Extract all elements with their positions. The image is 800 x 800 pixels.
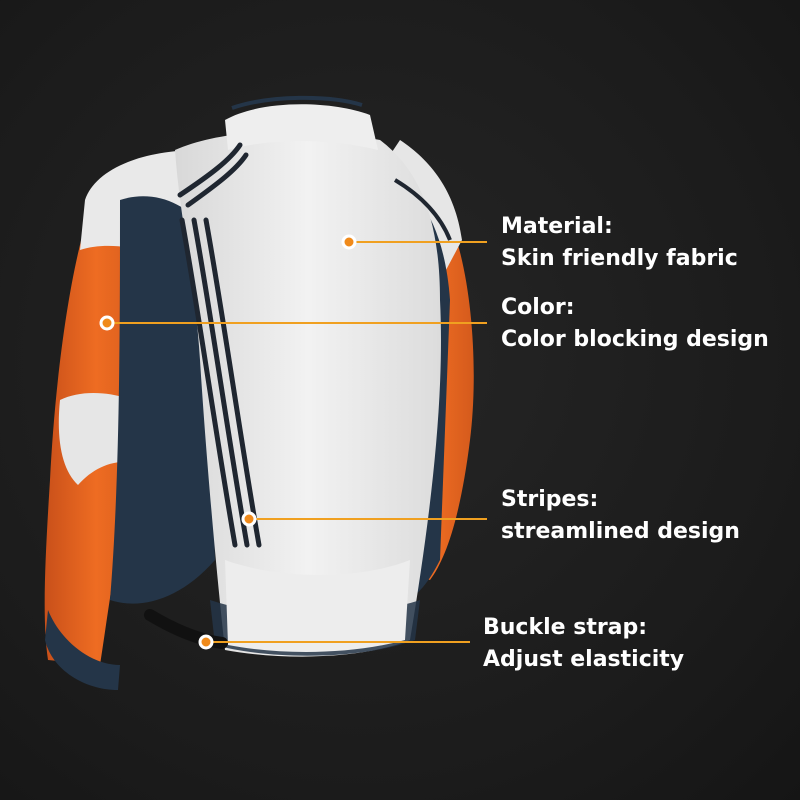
callout-material: Material: Skin friendly fabric (501, 211, 738, 275)
callout-material-detail: Skin friendly fabric (501, 246, 738, 271)
marker-color (99, 315, 115, 331)
marker-material (341, 234, 357, 250)
collar-trim (231, 95, 363, 110)
callout-stripes-detail: streamlined design (501, 519, 740, 544)
left-cuff-navy (45, 610, 120, 690)
callout-markers (99, 234, 357, 650)
leader-lines (107, 241, 487, 643)
callout-buckle-strap-detail: Adjust elasticity (483, 647, 685, 672)
callout-buckle-strap: Buckle strap: Adjust elasticity (483, 612, 684, 676)
marker-stripes (241, 511, 257, 527)
callout-material-heading: Material: (501, 214, 613, 239)
back-stripes (177, 142, 262, 548)
callout-color: Color: Color blocking design (501, 292, 769, 356)
left-side-panel (110, 196, 215, 604)
collar (225, 104, 378, 150)
callout-buckle-strap-heading: Buckle strap: (483, 615, 648, 640)
callout-color-heading: Color: (501, 295, 575, 320)
shoulder-stripes-right (393, 178, 452, 241)
callout-stripes: Stripes: streamlined design (501, 484, 740, 548)
back-white-lower (225, 560, 410, 652)
callout-stripes-heading: Stripes: (501, 487, 599, 512)
callout-color-detail: Color blocking design (501, 327, 769, 352)
marker-buckle (198, 634, 214, 650)
